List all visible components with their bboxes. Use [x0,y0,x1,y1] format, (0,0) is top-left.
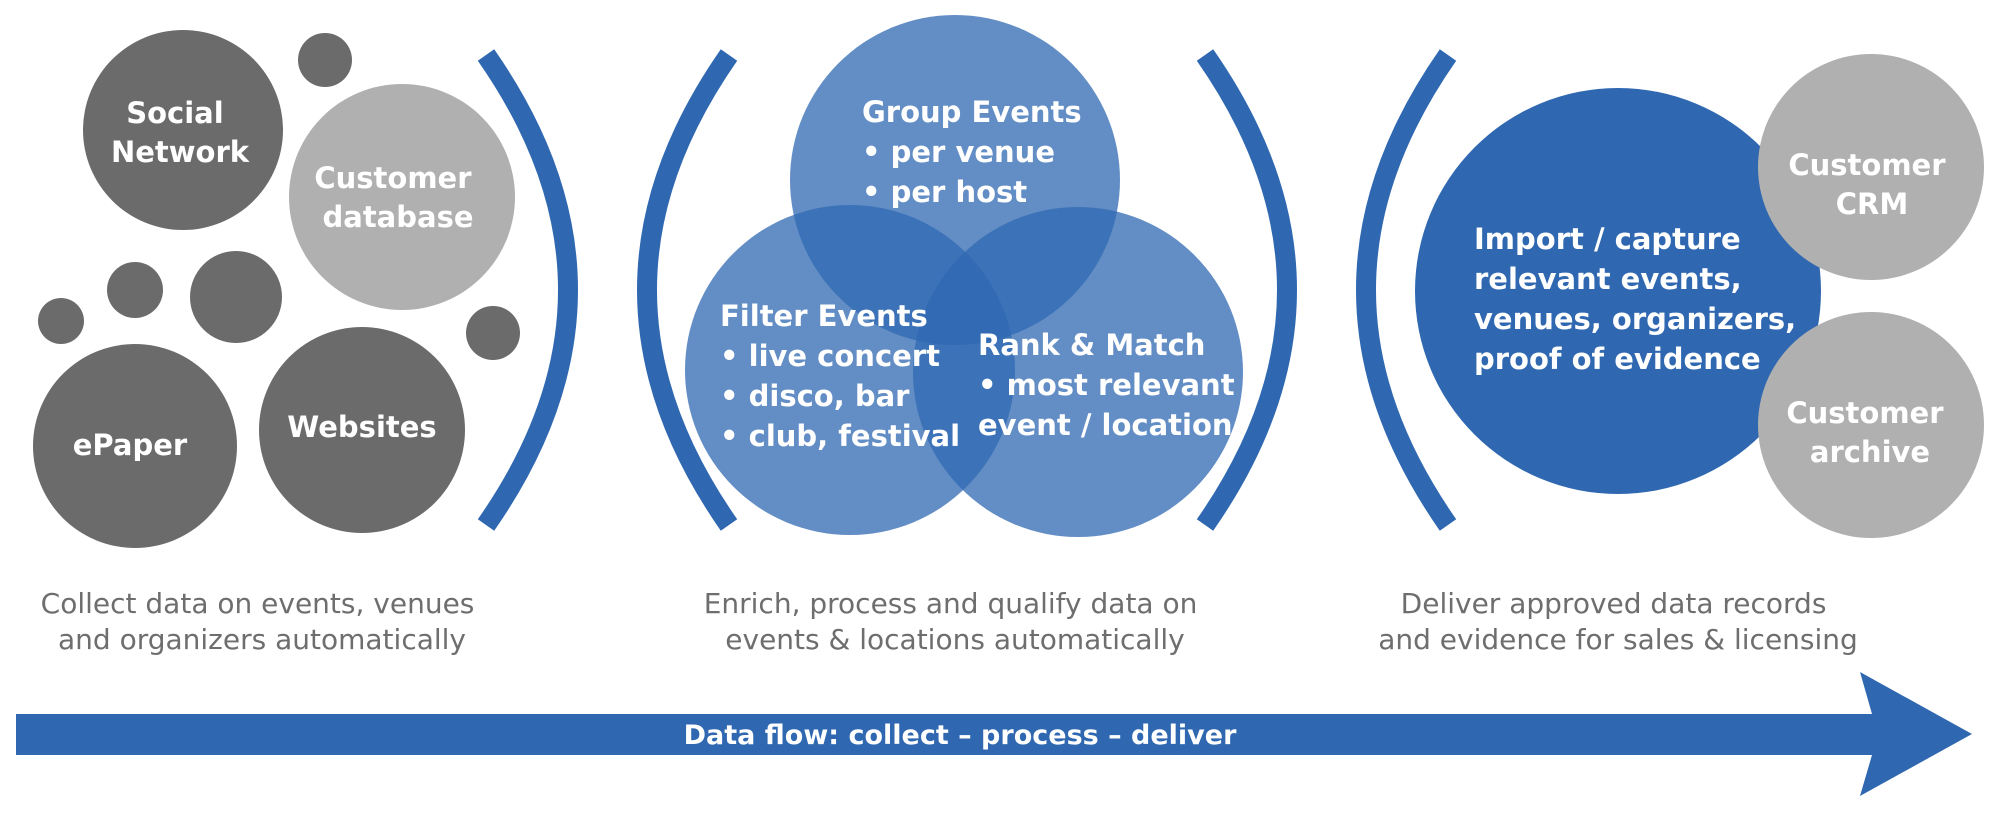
rank-match-circle [913,207,1243,537]
import-capture-line4: proof of evidence [1474,342,1761,376]
websites-bubble: Websites [259,327,465,533]
svg-text:Social Network: Social Network [111,96,250,169]
small-decor-circle [38,298,84,344]
customer-database-label-line2: database [322,200,473,234]
customer-database-bubble: Customer database [289,84,515,310]
small-decor-circle [298,33,352,87]
small-decor-circle [466,306,520,360]
customer-crm-bubble: Customer CRM [1758,54,1984,280]
left-bracket-deliver [1356,49,1457,531]
rank-match-text: Rank & Match • most relevant event / loc… [978,328,1245,442]
customer-database-label-line1: Customer [314,161,472,195]
left-bracket-process [637,49,738,531]
customer-crm-line1: Customer [1788,148,1946,182]
right-bracket-collect [477,49,578,531]
right-bracket-process [1196,49,1297,531]
process-venn: Group Events • per venue • per host Filt… [685,15,1245,537]
collect-group: Social Network Customer database ePaper … [33,30,520,548]
social-network-label-line2: Network [111,135,250,169]
arrow-shape [16,672,1972,796]
customer-archive-line1: Customer [1786,396,1944,430]
process-caption: Enrich, process and qualify data on even… [704,587,1207,656]
customer-crm-line2: CRM [1836,187,1908,221]
svg-text:Customer database: Customer database [314,161,481,234]
filter-events-text: Filter Events • live concert • disco, ba… [720,299,960,453]
filter-events-circle [685,205,1015,535]
epaper-label: ePaper [73,428,188,462]
collect-caption: Collect data on events, venues and organ… [41,587,484,656]
epaper-bubble: ePaper [33,344,237,548]
import-capture-bubble: Import / capture relevant events, venues… [1415,88,1821,494]
websites-label: Websites [287,410,436,444]
customer-archive-line2: archive [1810,435,1930,469]
small-decor-circle [107,262,163,318]
svg-text:Import / capture relev: Import / capture relevant events, venues… [1474,222,1806,376]
deliver-group: Import / capture relevant events, venues… [1415,54,1984,538]
deliver-caption: Deliver approved data records and eviden… [1378,587,1858,656]
svg-text:Customer CRM: Customer CRM [1788,148,1955,221]
import-capture-line2: relevant events, [1474,262,1742,296]
import-capture-line3: venues, organizers, [1474,302,1796,336]
social-network-label-line1: Social [126,96,223,130]
data-flow-label: Data flow: collect – process – deliver [684,720,1237,751]
small-decor-circle [190,251,282,343]
data-flow-arrow: Data flow: collect – process – deliver [16,672,1972,796]
svg-text:Customer archive: Customer archive [1786,396,1953,469]
social-network-bubble: Social Network [83,30,283,230]
bracket-arcs [477,49,1457,531]
import-capture-line1: Import / capture [1474,222,1741,256]
customer-archive-bubble: Customer archive [1758,312,1984,538]
group-events-text: Group Events • per venue • per host [862,95,1092,209]
